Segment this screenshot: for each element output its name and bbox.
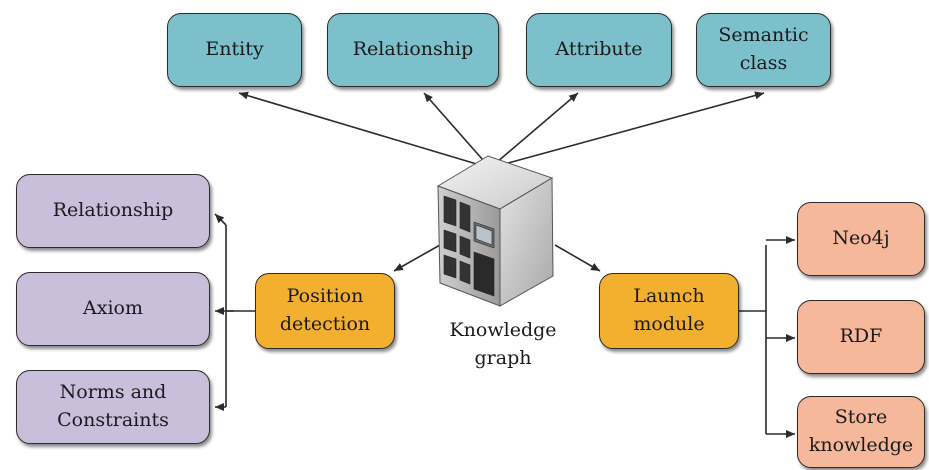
knowledge-graph-label: Knowledge graph: [449, 319, 557, 369]
store-knowledge-node: Store knowledge: [797, 396, 925, 468]
edge-to-launch-module: [554, 244, 601, 272]
relationship-top-node: Relationship: [327, 13, 499, 87]
position-detection-node: Position detection: [255, 273, 395, 349]
launch-module-node: Launch module: [599, 273, 739, 349]
axiom-node: Axiom: [16, 272, 210, 346]
norms-constraints-node: Norms and Constraints: [16, 370, 210, 444]
rdf-node: RDF: [797, 300, 925, 374]
edge-to-semantic-class: [489, 91, 765, 169]
relationship-left-node: Relationship: [16, 174, 210, 248]
edge-to-entity: [238, 91, 491, 169]
attribute-node: Attribute: [526, 13, 672, 87]
server-icon: [436, 155, 554, 307]
edge-to-relationship-top: [423, 92, 491, 169]
semantic-class-node: Semantic class: [696, 13, 831, 87]
edge-to-position-detection: [393, 244, 441, 272]
edge-to-attribute: [489, 92, 579, 169]
edge-to-relationship-left: [214, 213, 227, 226]
neo4j-node: Neo4j: [797, 202, 925, 276]
entity-node: Entity: [167, 13, 302, 87]
